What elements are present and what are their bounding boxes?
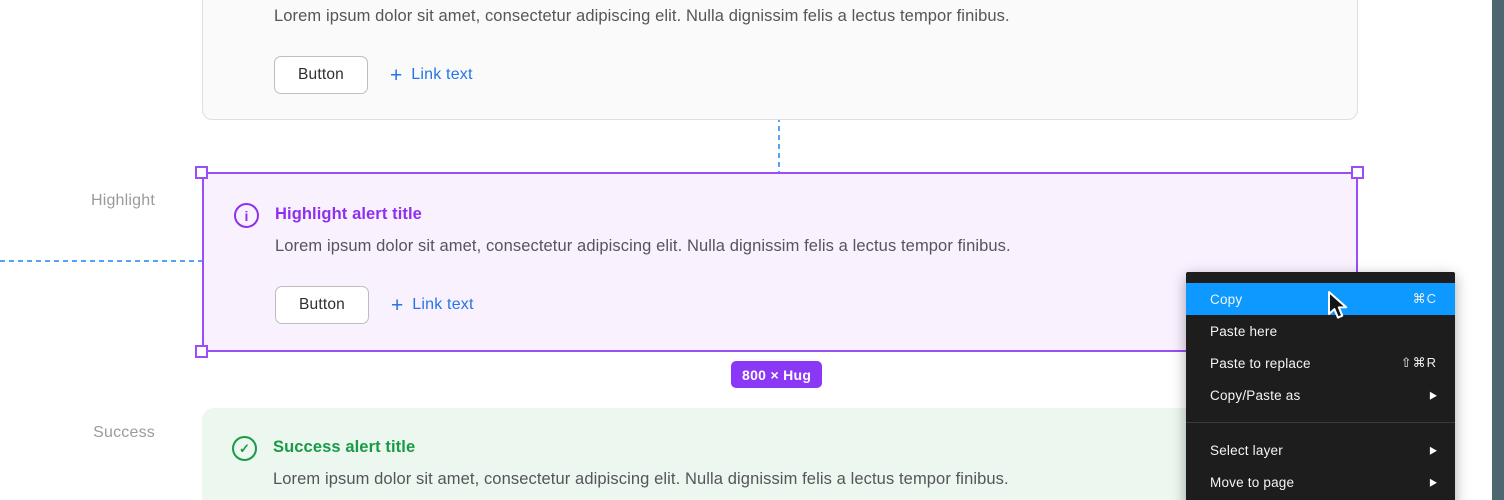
link-label: Link text <box>412 296 474 313</box>
selection-handle-bottom-left[interactable] <box>195 345 208 358</box>
measure-line-horizontal <box>0 260 202 262</box>
alert-button[interactable]: Button <box>274 56 368 94</box>
alert-body-text: Lorem ipsum dolor sit amet, consectetur … <box>274 7 1010 25</box>
alert-body-text: Lorem ipsum dolor sit amet, consectetur … <box>273 470 1009 488</box>
plus-icon: + <box>391 293 404 317</box>
submenu-arrow-icon: ▶ <box>1429 443 1437 456</box>
mouse-cursor-icon <box>1322 290 1352 327</box>
menu-divider <box>1186 422 1455 423</box>
check-icon: ✓ <box>232 436 257 461</box>
size-badge: 800 × Hug <box>731 361 823 388</box>
selection-handle-top-right[interactable] <box>1351 166 1364 179</box>
row-label-success: Success <box>93 424 155 441</box>
alert-card-partial[interactable]: Lorem ipsum dolor sit amet, consectetur … <box>202 0 1358 120</box>
link-label: Link text <box>411 66 473 83</box>
alert-title: Highlight alert title <box>275 205 422 223</box>
alert-card-success[interactable]: ✓ Success alert title Lorem ipsum dolor … <box>202 408 1358 500</box>
plus-icon: + <box>390 63 403 87</box>
menu-item-paste-to-replace[interactable]: Paste to replace ⇧⌘R <box>1210 355 1437 371</box>
menu-item-select-layer[interactable]: Select layer ▶ <box>1210 442 1437 458</box>
alert-body-text: Lorem ipsum dolor sit amet, consectetur … <box>275 237 1011 255</box>
shortcut-paste-to-replace: ⇧⌘R <box>1400 355 1437 370</box>
submenu-arrow-icon: ▶ <box>1429 475 1437 488</box>
alert-button[interactable]: Button <box>275 286 369 324</box>
selection-handle-top-left[interactable] <box>195 166 208 179</box>
info-icon: i <box>234 203 259 228</box>
alert-link[interactable]: + Link text <box>390 65 473 86</box>
alert-title: Success alert title <box>273 438 416 456</box>
menu-item-copy-paste-as[interactable]: Copy/Paste as ▶ <box>1210 387 1437 403</box>
menu-item-move-to-page[interactable]: Move to page ▶ <box>1210 474 1437 490</box>
submenu-arrow-icon: ▶ <box>1429 388 1437 401</box>
menu-item-copy[interactable]: Copy ⌘C <box>1186 283 1455 315</box>
side-rail <box>1492 0 1504 500</box>
alert-card-highlight[interactable]: i Highlight alert title Lorem ipsum dolo… <box>202 172 1358 352</box>
context-menu: Copy ⌘C Paste here Paste to replace ⇧⌘R … <box>1186 272 1455 500</box>
alert-link[interactable]: + Link text <box>391 295 474 316</box>
menu-item-paste-here[interactable]: Paste here <box>1210 323 1278 339</box>
row-label-highlight: Highlight <box>90 192 155 209</box>
shortcut-copy: ⌘C <box>1412 291 1437 306</box>
